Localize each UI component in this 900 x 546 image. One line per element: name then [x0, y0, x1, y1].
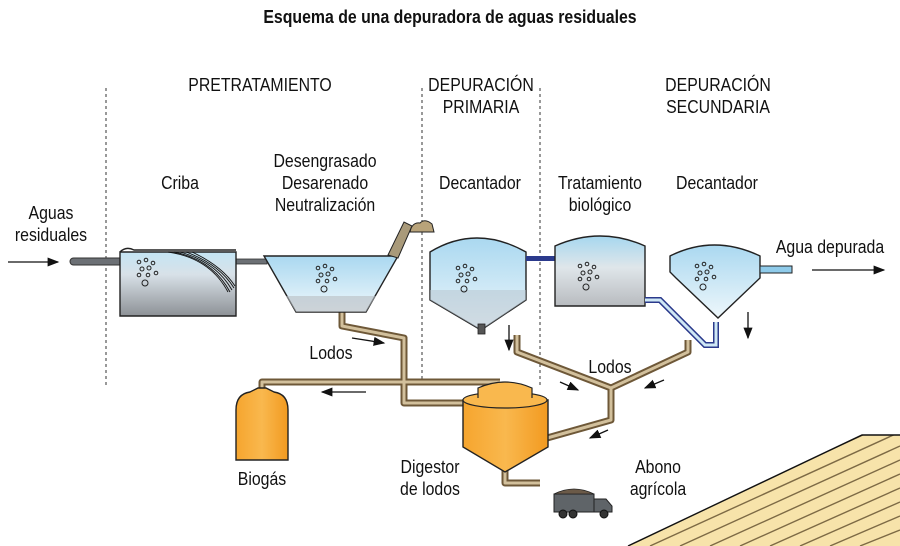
- stage-depuracion-secundaria: DEPURACIÓN SECUNDARIA: [665, 75, 771, 117]
- label-aguas-residuales: Aguas residuales: [14, 203, 88, 245]
- stage-pretratamiento: PRETRATAMIENTO: [188, 75, 332, 95]
- decantador-primario: [429, 237, 527, 335]
- stage-depuracion-primaria: DEPURACIÓN PRIMARIA: [428, 75, 534, 117]
- desengrasado-tank: [262, 221, 413, 313]
- bio-link-pipe: [645, 297, 719, 348]
- label-lodos-2: Lodos: [588, 357, 632, 377]
- arrow-icon: [559, 381, 580, 391]
- stage-separators: [105, 88, 541, 388]
- decantador-secundario: [669, 244, 793, 319]
- criba-tank: [119, 247, 237, 317]
- arrow-icon: [351, 336, 386, 346]
- arrow-icon: [588, 429, 609, 439]
- tratamiento-biologico-tank: [554, 235, 646, 307]
- label-lodos-1: Lodos: [309, 343, 353, 363]
- digestor-tank: [462, 381, 549, 473]
- label-abono: Abono agrícola: [629, 457, 687, 499]
- flow-arrows: [8, 257, 886, 439]
- label-tratamiento-biologico: Tratamiento biológico: [558, 173, 642, 215]
- arrow-icon: [643, 379, 665, 389]
- label-criba: Criba: [161, 173, 199, 193]
- truck-icon: [553, 488, 613, 519]
- label-desengrasado: Desengrasado Desarenado Neutralización: [273, 151, 377, 215]
- biogas-tank: [235, 387, 289, 461]
- field-icon: [627, 434, 900, 546]
- label-decantador-secundario: Decantador: [676, 173, 758, 193]
- label-agua-depurada: Agua depurada: [775, 237, 885, 257]
- connector-pipe: [526, 256, 555, 261]
- label-decantador-primario: Decantador: [439, 173, 521, 193]
- label-digestor: Digestor de lodos: [400, 457, 460, 499]
- label-biogas: Biogás: [237, 469, 287, 489]
- sand-pile-icon: [409, 220, 435, 233]
- diagram-title: Esquema de una depuradora de aguas resid…: [263, 7, 637, 27]
